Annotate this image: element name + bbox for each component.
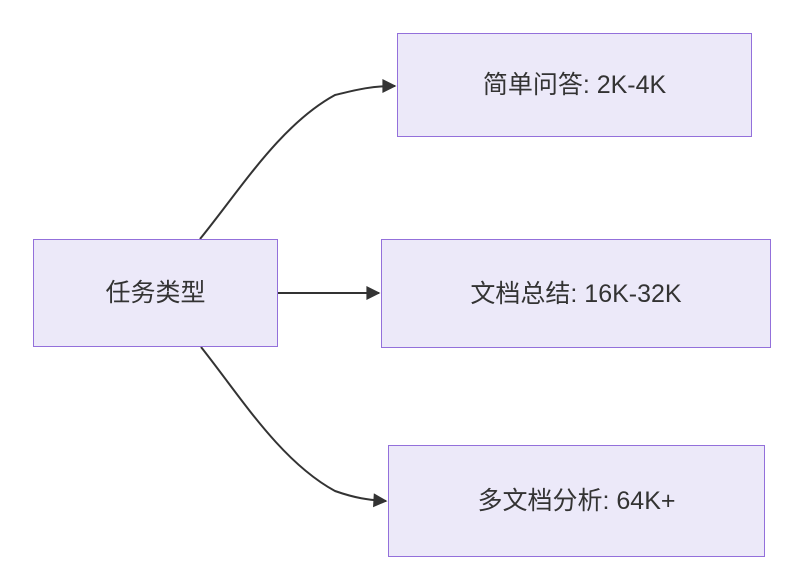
node-simple-qa-label: 简单问答: 2K-4K xyxy=(482,71,667,99)
edge-task-type-to-multi-doc xyxy=(200,346,388,508)
node-task-type: 任务类型 xyxy=(33,239,278,347)
node-multi-doc: 多文档分析: 64K+ xyxy=(388,445,765,557)
edge-task-type-to-simple-qa xyxy=(199,79,397,240)
node-doc-summary: 文档总结: 16K-32K xyxy=(381,239,771,348)
node-simple-qa: 简单问答: 2K-4K xyxy=(397,33,752,137)
node-doc-summary-label: 文档总结: 16K-32K xyxy=(470,279,682,308)
node-multi-doc-label: 多文档分析: 64K+ xyxy=(477,487,676,515)
node-task-type-label: 任务类型 xyxy=(105,279,206,307)
